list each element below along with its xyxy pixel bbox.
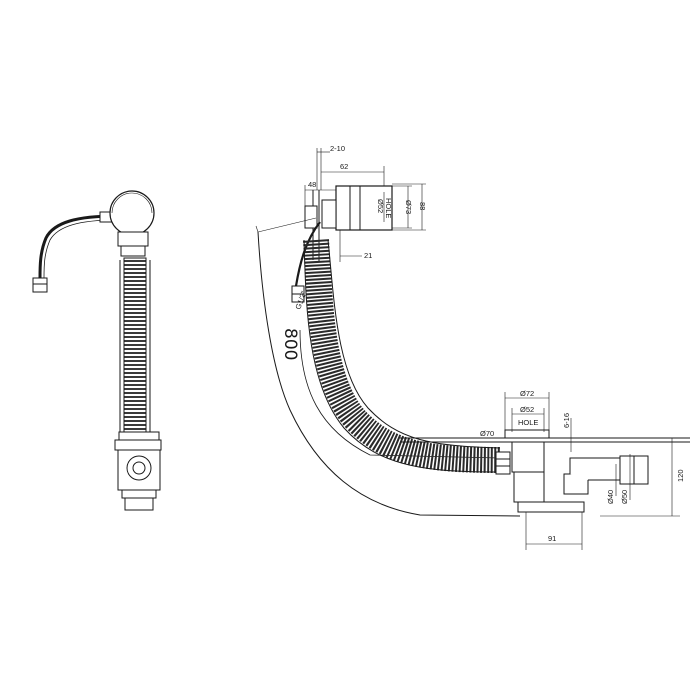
bath-outline <box>257 231 521 517</box>
label-21: 21 <box>364 251 372 260</box>
label-48: 48 <box>308 180 316 189</box>
label-2-10: 2-10 <box>330 144 345 153</box>
trap-body <box>513 471 545 503</box>
side-overflow-head <box>109 190 155 236</box>
label-6-16: 6-16 <box>562 413 571 428</box>
side-hose-fitting <box>32 277 48 293</box>
corrugated-pipe-outer <box>303 239 501 473</box>
label-d52-bottom: Ø52 <box>520 405 534 414</box>
label-800: 800 <box>280 328 300 360</box>
label-d72: Ø72 <box>520 389 534 398</box>
label-d40: Ø40 <box>606 490 615 504</box>
waste-outlet <box>504 429 550 439</box>
label-hole-top: HOLE <box>384 198 393 218</box>
label-d50: Ø50 <box>620 490 629 504</box>
label-88: 88 <box>418 202 427 210</box>
label-d73: Ø73 <box>404 200 413 214</box>
dimension-labels: 2-10 62 48 88 Ø73 Ø52 HOLE 21 G1/2" 800 … <box>280 144 685 543</box>
label-hole-bottom: HOLE <box>518 418 538 427</box>
label-120: 120 <box>676 469 685 482</box>
label-d70: Ø70 <box>480 429 494 438</box>
label-d52-top: Ø52 <box>376 199 385 213</box>
label-91: 91 <box>548 534 556 543</box>
side-hose <box>38 214 117 279</box>
main-view <box>257 185 690 517</box>
label-62: 62 <box>340 162 348 171</box>
side-view <box>32 190 162 511</box>
dimension-lines <box>255 148 680 550</box>
side-corrugated-pipe <box>123 257 147 433</box>
